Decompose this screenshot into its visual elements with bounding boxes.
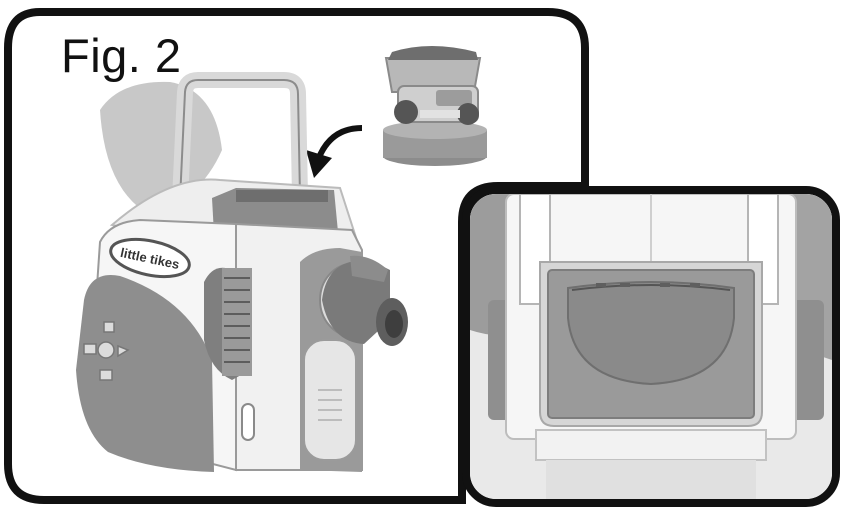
lens xyxy=(319,255,408,346)
focus-dial xyxy=(204,267,252,380)
curved-arrow-icon xyxy=(306,125,363,178)
truck-figure xyxy=(383,46,487,166)
brand-logo: little tikes xyxy=(109,237,191,279)
dpad-icon xyxy=(83,321,130,381)
inset-panel xyxy=(462,186,840,507)
figure-label: Fig. 2 xyxy=(61,29,182,82)
camera-illustration: little tikes xyxy=(76,72,408,472)
